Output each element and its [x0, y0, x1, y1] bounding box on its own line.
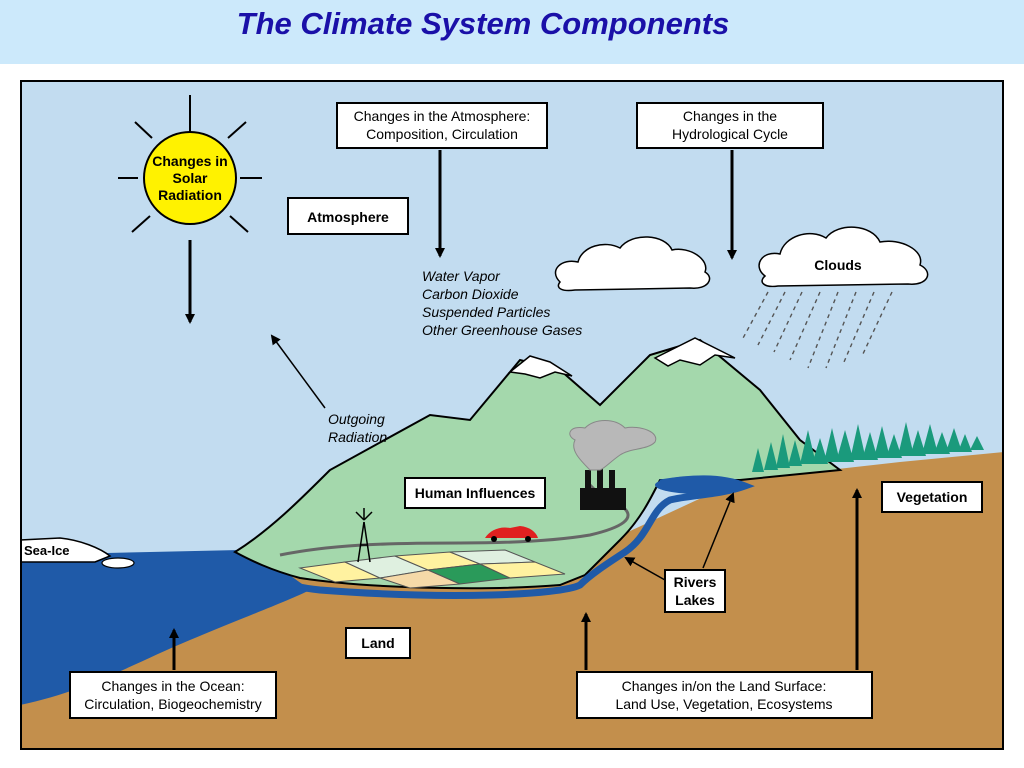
atmosphere-box: [287, 197, 409, 235]
title-bar: [0, 0, 1024, 64]
rivers-label: Rivers: [674, 574, 717, 590]
solar-label-1: Changes in: [152, 153, 227, 169]
atmosphere-changes-2: Composition, Circulation: [366, 126, 518, 142]
human-influences-label: Human Influences: [415, 485, 536, 501]
ocean-changes-box: [69, 671, 277, 719]
atmosphere-label: Atmosphere: [307, 209, 389, 225]
land-changes-1: Changes in/on the Land Surface:: [622, 678, 827, 694]
solar-label-2: Solar: [172, 170, 208, 186]
gas-4: Other Greenhouse Gases: [422, 322, 582, 338]
snow-cap-left: [508, 355, 573, 379]
sea-ice-shape: [20, 537, 112, 563]
hydro-changes-box: [636, 102, 824, 149]
ocean-changes-1: Changes in the Ocean:: [101, 678, 244, 694]
climate-diagram: Changes in Solar Radiation Atmosphere Ch…: [20, 80, 1004, 750]
cloud-left: [554, 236, 711, 292]
land-label: Land: [361, 635, 394, 651]
ocean: [20, 550, 310, 705]
snow-cap-right: [653, 337, 736, 367]
hills: [233, 338, 843, 590]
land-changes-2: Land Use, Vegetation, Ecosystems: [615, 696, 832, 712]
ice-floe: [101, 557, 135, 569]
atmosphere-changes-box: [336, 102, 548, 149]
smoke: [569, 420, 657, 471]
rain: [741, 291, 893, 369]
outgoing-label-2: Radiation: [328, 429, 387, 445]
gas-1: Water Vapor: [422, 268, 501, 284]
outgoing-label-1: Outgoing: [328, 411, 385, 427]
lake: [655, 476, 745, 494]
clouds-label: Clouds: [814, 257, 862, 273]
human-influences-box: [404, 477, 546, 509]
trees: [752, 422, 984, 472]
gas-3: Suspended Particles: [422, 304, 550, 320]
outgoing-arrow: [270, 334, 326, 409]
page-title: The Climate System Components: [236, 6, 730, 41]
land-box: [345, 627, 411, 659]
lakes-label: Lakes: [675, 592, 715, 608]
hydro-changes-1: Changes in the: [683, 108, 777, 124]
windmill: [355, 508, 373, 563]
sea-ice-label: Sea-Ice: [24, 543, 70, 558]
vegetation-label: Vegetation: [897, 489, 968, 505]
rivers-lakes-box: [664, 569, 726, 613]
sun-icon: [118, 95, 262, 270]
atmosphere-changes-1: Changes in the Atmosphere:: [354, 108, 531, 124]
vegetation-box: [881, 481, 983, 513]
solar-label-3: Radiation: [158, 187, 222, 203]
car: [485, 526, 538, 542]
diagram-border: [20, 80, 1004, 750]
gas-2: Carbon Dioxide: [422, 286, 519, 302]
factory: [580, 466, 626, 510]
land-changes-box: [576, 671, 873, 719]
farm-fields: [298, 549, 566, 589]
rivers-arrow-left: [624, 557, 666, 581]
ocean-changes-2: Circulation, Biogeochemistry: [84, 696, 261, 712]
river: [278, 475, 755, 599]
rivers-arrow-up: [702, 492, 735, 569]
hydro-changes-2: Hydrological Cycle: [672, 126, 788, 142]
cloud-right: [758, 226, 929, 288]
